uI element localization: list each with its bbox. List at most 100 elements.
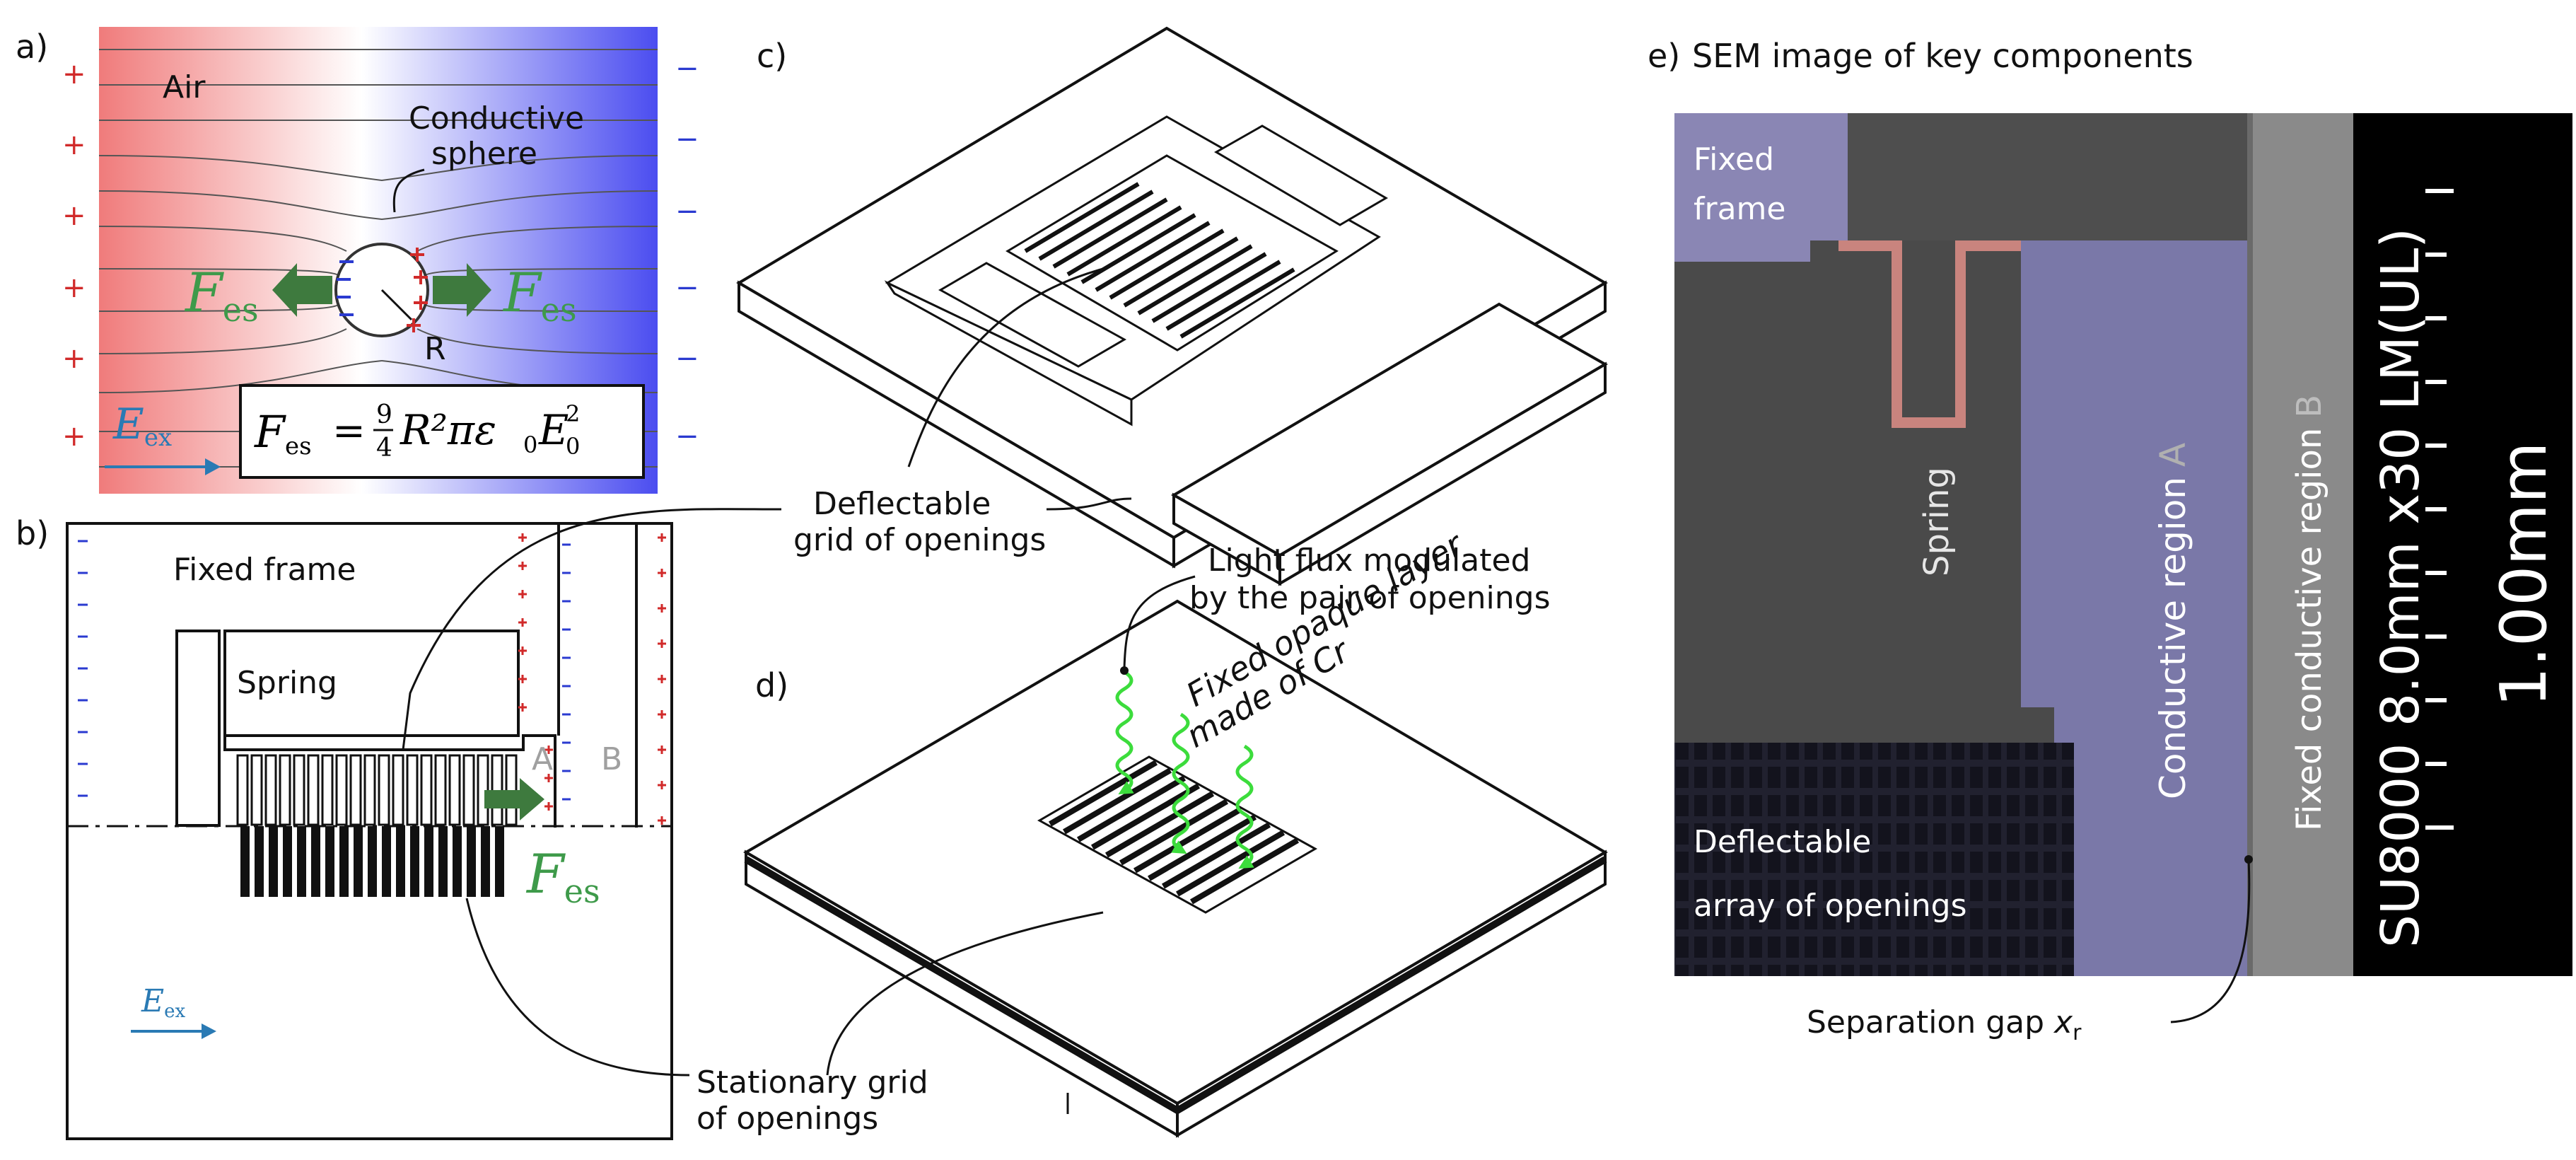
deflectable-leader [907, 267, 1104, 468]
radius-label: R [424, 331, 446, 367]
light-waves [1115, 670, 1254, 869]
plus-sign: + [62, 58, 86, 91]
force-arrow-left [272, 263, 332, 317]
fixed-frame-label: Fixed frame [173, 552, 356, 588]
minus-sign: − [675, 195, 699, 228]
panel-b-plus-columns [518, 533, 666, 825]
fixed-block-right [1278, 361, 1607, 586]
stationary-grid [1048, 760, 1300, 905]
sem-info-bar [2353, 113, 2572, 976]
panel-b-frame [66, 522, 673, 1140]
light-callout-line2: by the pair of openings [1189, 580, 1551, 616]
panel-d-letter: d) [755, 666, 788, 704]
field-arrow-head [205, 458, 221, 475]
sem-info-text: SU8000 8.0mm x30 LM(UL) [2370, 228, 2431, 948]
sem-scale-text: 1.00mm [2487, 441, 2561, 707]
panel-c-letter: c) [757, 37, 787, 75]
force-arrow-right [433, 263, 491, 317]
svg-text:E: E [538, 406, 569, 454]
sem-deflectable-array [1674, 743, 2074, 976]
conductive-sphere [334, 243, 429, 337]
force-label-left: Fes [184, 261, 259, 329]
panel-b-minus-column [78, 540, 88, 797]
stationary-callout-line1: Stationary grid [697, 1065, 928, 1101]
cutout-wall [884, 280, 1133, 427]
svg-text:9: 9 [376, 400, 392, 429]
plus-sign: + [62, 420, 86, 453]
sem-deflectable-line2: array of openings [1694, 888, 1967, 924]
stationary-comb [240, 826, 504, 897]
sem-gap [2247, 113, 2253, 976]
stationary-leader-to-b [465, 898, 690, 1077]
light-leader [1123, 575, 1196, 669]
deflectable-leader-to-b [402, 508, 782, 750]
air-label: Air [163, 69, 206, 105]
svg-text:4: 4 [376, 434, 392, 463]
minus-sign: − [675, 52, 699, 85]
deflectable-grid [1024, 182, 1295, 339]
plus-sign: + [62, 272, 86, 304]
svg-text:=: = [332, 408, 366, 454]
force-label-right: Fes [502, 261, 577, 329]
movable-comb [236, 754, 518, 826]
sphere-leader [392, 168, 425, 213]
svg-text:Fes: Fes [254, 406, 312, 460]
deflectable-callout-line2: grid of openings [793, 522, 1046, 558]
svg-text:R²πε: R²πε [400, 406, 496, 454]
plus-sign: + [62, 199, 86, 232]
panel-a: a) + + + + + + [16, 27, 699, 494]
panel-e: e) SEM image of key components SU8000 8.… [1648, 37, 2572, 1045]
plus-sign: + [62, 129, 86, 161]
minus-sign: − [675, 342, 699, 375]
svg-text:0: 0 [523, 431, 537, 458]
panel-e-title: SEM image of key components [1692, 37, 2193, 75]
callout-connector [1046, 497, 1132, 511]
sem-spring-label: Spring [1917, 467, 1957, 576]
field-label-b: Eex [141, 983, 186, 1022]
side-window-right [1214, 124, 1388, 226]
deflectable-callout-line1: Deflectable [813, 486, 991, 522]
side-window-left [938, 262, 1127, 368]
field-arrow-head-b [202, 1023, 216, 1039]
plus-sign: + [62, 342, 86, 375]
sem-conductive-b-label: Fixed conductive regionB [2290, 395, 2329, 831]
stationary-leader-to-d [826, 911, 1104, 1076]
spring-structure [175, 522, 638, 828]
sem-fixed-frame-region [1674, 113, 1848, 262]
sem-array-tint [1674, 743, 2074, 976]
negative-charges: − − − − − − [675, 52, 699, 453]
svg-text:2: 2 [566, 400, 580, 427]
sem-fixed-frame-line1: Fixed [1694, 141, 1774, 178]
field-label: Eex [112, 400, 172, 452]
spring-label: Spring [237, 665, 337, 701]
formula-box [239, 384, 645, 479]
panel-b-minus-b-column [562, 543, 571, 801]
gap-leader [2170, 859, 2251, 1023]
light-point [1120, 666, 1129, 675]
cr-layer [744, 856, 1607, 1115]
light-callout-line1: Light flux modulated [1208, 543, 1530, 579]
sphere-label-line1: Conductive [409, 100, 584, 137]
sem-fixed-frame-line2: frame [1694, 191, 1785, 227]
panel-d: d) Fixed opaque layer made of Cr [743, 524, 1608, 1138]
moving-plate [1006, 154, 1339, 352]
sem-scale-ticks [2425, 189, 2454, 830]
region-b-label: B [601, 741, 622, 777]
sem-conductive-a-label: Conductive regionA [2152, 443, 2193, 799]
sphere-label-line2: sphere [431, 136, 537, 172]
panel-c: c) [736, 26, 1609, 586]
force-label-b: Fes [525, 842, 600, 910]
region-a-label: A [532, 741, 553, 777]
force-arrow-b [484, 778, 544, 820]
minus-sign: − [675, 272, 699, 304]
gap-label: Separation gap xr [1807, 1004, 2082, 1045]
panel-b-letter: b) [16, 514, 49, 552]
sem-inner-dark [1674, 240, 2054, 743]
svg-text:0: 0 [566, 433, 580, 460]
sem-deflectable-line1: Deflectable [1694, 824, 1871, 860]
panel-a-letter: a) [16, 28, 48, 66]
sem-fixed-region-b [2247, 113, 2353, 976]
stationary-callout-line2: of openings [697, 1101, 878, 1137]
positive-charges: + + + + + + [62, 58, 86, 453]
panel-b: b) Fixed frame [16, 514, 673, 1140]
